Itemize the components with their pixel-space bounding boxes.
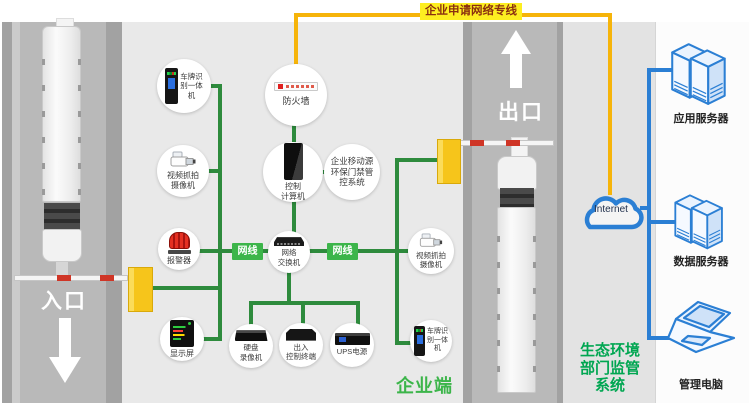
enterprise-zone-label: 企业端 bbox=[396, 376, 453, 396]
node-camera-left: 视频抓拍 摄像机 bbox=[157, 145, 209, 197]
tower-pc-icon bbox=[283, 142, 303, 180]
terminal-icon bbox=[286, 328, 316, 341]
led-display-icon bbox=[170, 319, 194, 347]
exit-label: 出口 bbox=[498, 101, 544, 124]
lan-line bbox=[218, 84, 222, 341]
node-control-pc: 控制 计算机 bbox=[263, 142, 323, 202]
node-ups: UPS电源 bbox=[330, 323, 374, 367]
app-server-label: 应用服务器 bbox=[673, 113, 729, 125]
wan-line bbox=[647, 220, 675, 224]
entry-barrier-stripe bbox=[100, 275, 114, 281]
node-firewall: 防火墙 bbox=[265, 64, 327, 126]
node-label: 出入 控制终端 bbox=[286, 342, 316, 361]
lan-line bbox=[188, 337, 220, 341]
wan-line bbox=[647, 68, 675, 72]
entry-truck-hood bbox=[42, 229, 82, 262]
exit-arrow-head bbox=[501, 30, 531, 54]
exit-barrier-box bbox=[437, 139, 461, 184]
data-server-icon bbox=[674, 194, 723, 250]
entry-truck-cab-roof bbox=[44, 203, 80, 231]
node-label: 硬盘 录像机 bbox=[239, 343, 263, 362]
lpr-kiosk-icon bbox=[165, 68, 179, 104]
dvr-icon bbox=[234, 330, 268, 342]
node-label: UPS电源 bbox=[336, 347, 368, 357]
dedicated-line bbox=[608, 13, 612, 195]
exit-arrow bbox=[510, 54, 522, 88]
entry-barrier-stripe bbox=[57, 275, 71, 281]
regulator-zone-label: 生态环境 部门监管 系统 bbox=[579, 342, 640, 395]
wan-line bbox=[640, 206, 651, 210]
internet-label: Internet bbox=[594, 204, 628, 215]
road-shoulder bbox=[557, 22, 563, 403]
node-alarm: 报警器 bbox=[158, 228, 200, 270]
internet-cloud-icon bbox=[584, 196, 644, 230]
exit-truck-cab-roof bbox=[500, 188, 534, 207]
lan-line bbox=[151, 286, 220, 290]
wan-line bbox=[647, 68, 651, 340]
entrance-arrow bbox=[59, 318, 71, 358]
data-server-label: 数据服务器 bbox=[673, 256, 729, 268]
node-lpr-right: 车牌识 别一体 机 bbox=[410, 320, 452, 362]
management-laptop-icon bbox=[666, 300, 736, 354]
lan-line bbox=[291, 249, 435, 253]
road-shoulder bbox=[463, 22, 472, 403]
exit-barrier-stripe bbox=[506, 140, 520, 146]
road-stripe bbox=[12, 22, 20, 403]
entry-barrier-box bbox=[128, 267, 153, 312]
road-shoulder bbox=[106, 22, 122, 403]
lan-line bbox=[395, 158, 399, 345]
firewall-appliance-icon bbox=[274, 82, 318, 92]
entrance-arrow-head bbox=[49, 357, 81, 383]
node-display: 显示屏 bbox=[160, 317, 204, 361]
app-server-icon bbox=[671, 43, 726, 105]
lpr-kiosk-icon bbox=[414, 326, 425, 356]
node-label: 控制 计算机 bbox=[281, 181, 305, 201]
node-label: 车牌识 别一体 机 bbox=[427, 327, 448, 353]
dedicated-line-banner: 企业申请网络专线 bbox=[420, 3, 522, 20]
node-label: 视频抓拍 摄像机 bbox=[167, 171, 199, 190]
wan-line bbox=[647, 336, 675, 340]
management-pc-label: 管理电脑 bbox=[679, 379, 723, 391]
node-label: 显示屏 bbox=[170, 348, 194, 358]
lan-line bbox=[395, 158, 439, 162]
camera-icon bbox=[170, 151, 196, 167]
node-label: 视频抓拍 摄像机 bbox=[416, 250, 446, 269]
node-camera-right: 视频抓拍 摄像机 bbox=[408, 228, 454, 274]
node-label: 网络 交换机 bbox=[277, 248, 301, 267]
camera-icon bbox=[419, 233, 443, 247]
entry-truck-shadow bbox=[56, 262, 68, 276]
entry-truck-trailer bbox=[42, 26, 81, 202]
exit-truck-hood bbox=[497, 156, 537, 190]
exit-truck-trailer bbox=[497, 207, 536, 393]
lan-line bbox=[292, 170, 354, 174]
dedicated-line bbox=[294, 13, 298, 95]
node-label: 企业移动源 环保门禁管 控系统 bbox=[330, 156, 374, 188]
node-label: 报警器 bbox=[167, 256, 191, 265]
alarm-beacon-icon bbox=[168, 232, 190, 249]
cable-label-left: 网线 bbox=[232, 243, 263, 260]
node-access-system: 企业移动源 环保门禁管 控系统 bbox=[324, 144, 380, 200]
road-shoulder bbox=[2, 22, 12, 403]
lan-line bbox=[287, 252, 291, 305]
node-label: 防火墙 bbox=[282, 96, 310, 107]
switch-icon bbox=[274, 237, 304, 247]
node-label: 车牌识 别一体 机 bbox=[180, 71, 203, 100]
entrance-label: 入口 bbox=[41, 290, 87, 313]
node-dvr: 硬盘 录像机 bbox=[229, 324, 273, 368]
entry-barrier-arm bbox=[14, 275, 128, 281]
node-switch: 网络 交换机 bbox=[268, 231, 310, 273]
exit-barrier-stripe bbox=[470, 140, 484, 146]
node-lpr-left: 车牌识 别一体 机 bbox=[157, 59, 211, 113]
ups-icon bbox=[334, 333, 370, 346]
cable-label-right: 网线 bbox=[327, 243, 358, 260]
node-terminal: 出入 控制终端 bbox=[279, 323, 323, 367]
